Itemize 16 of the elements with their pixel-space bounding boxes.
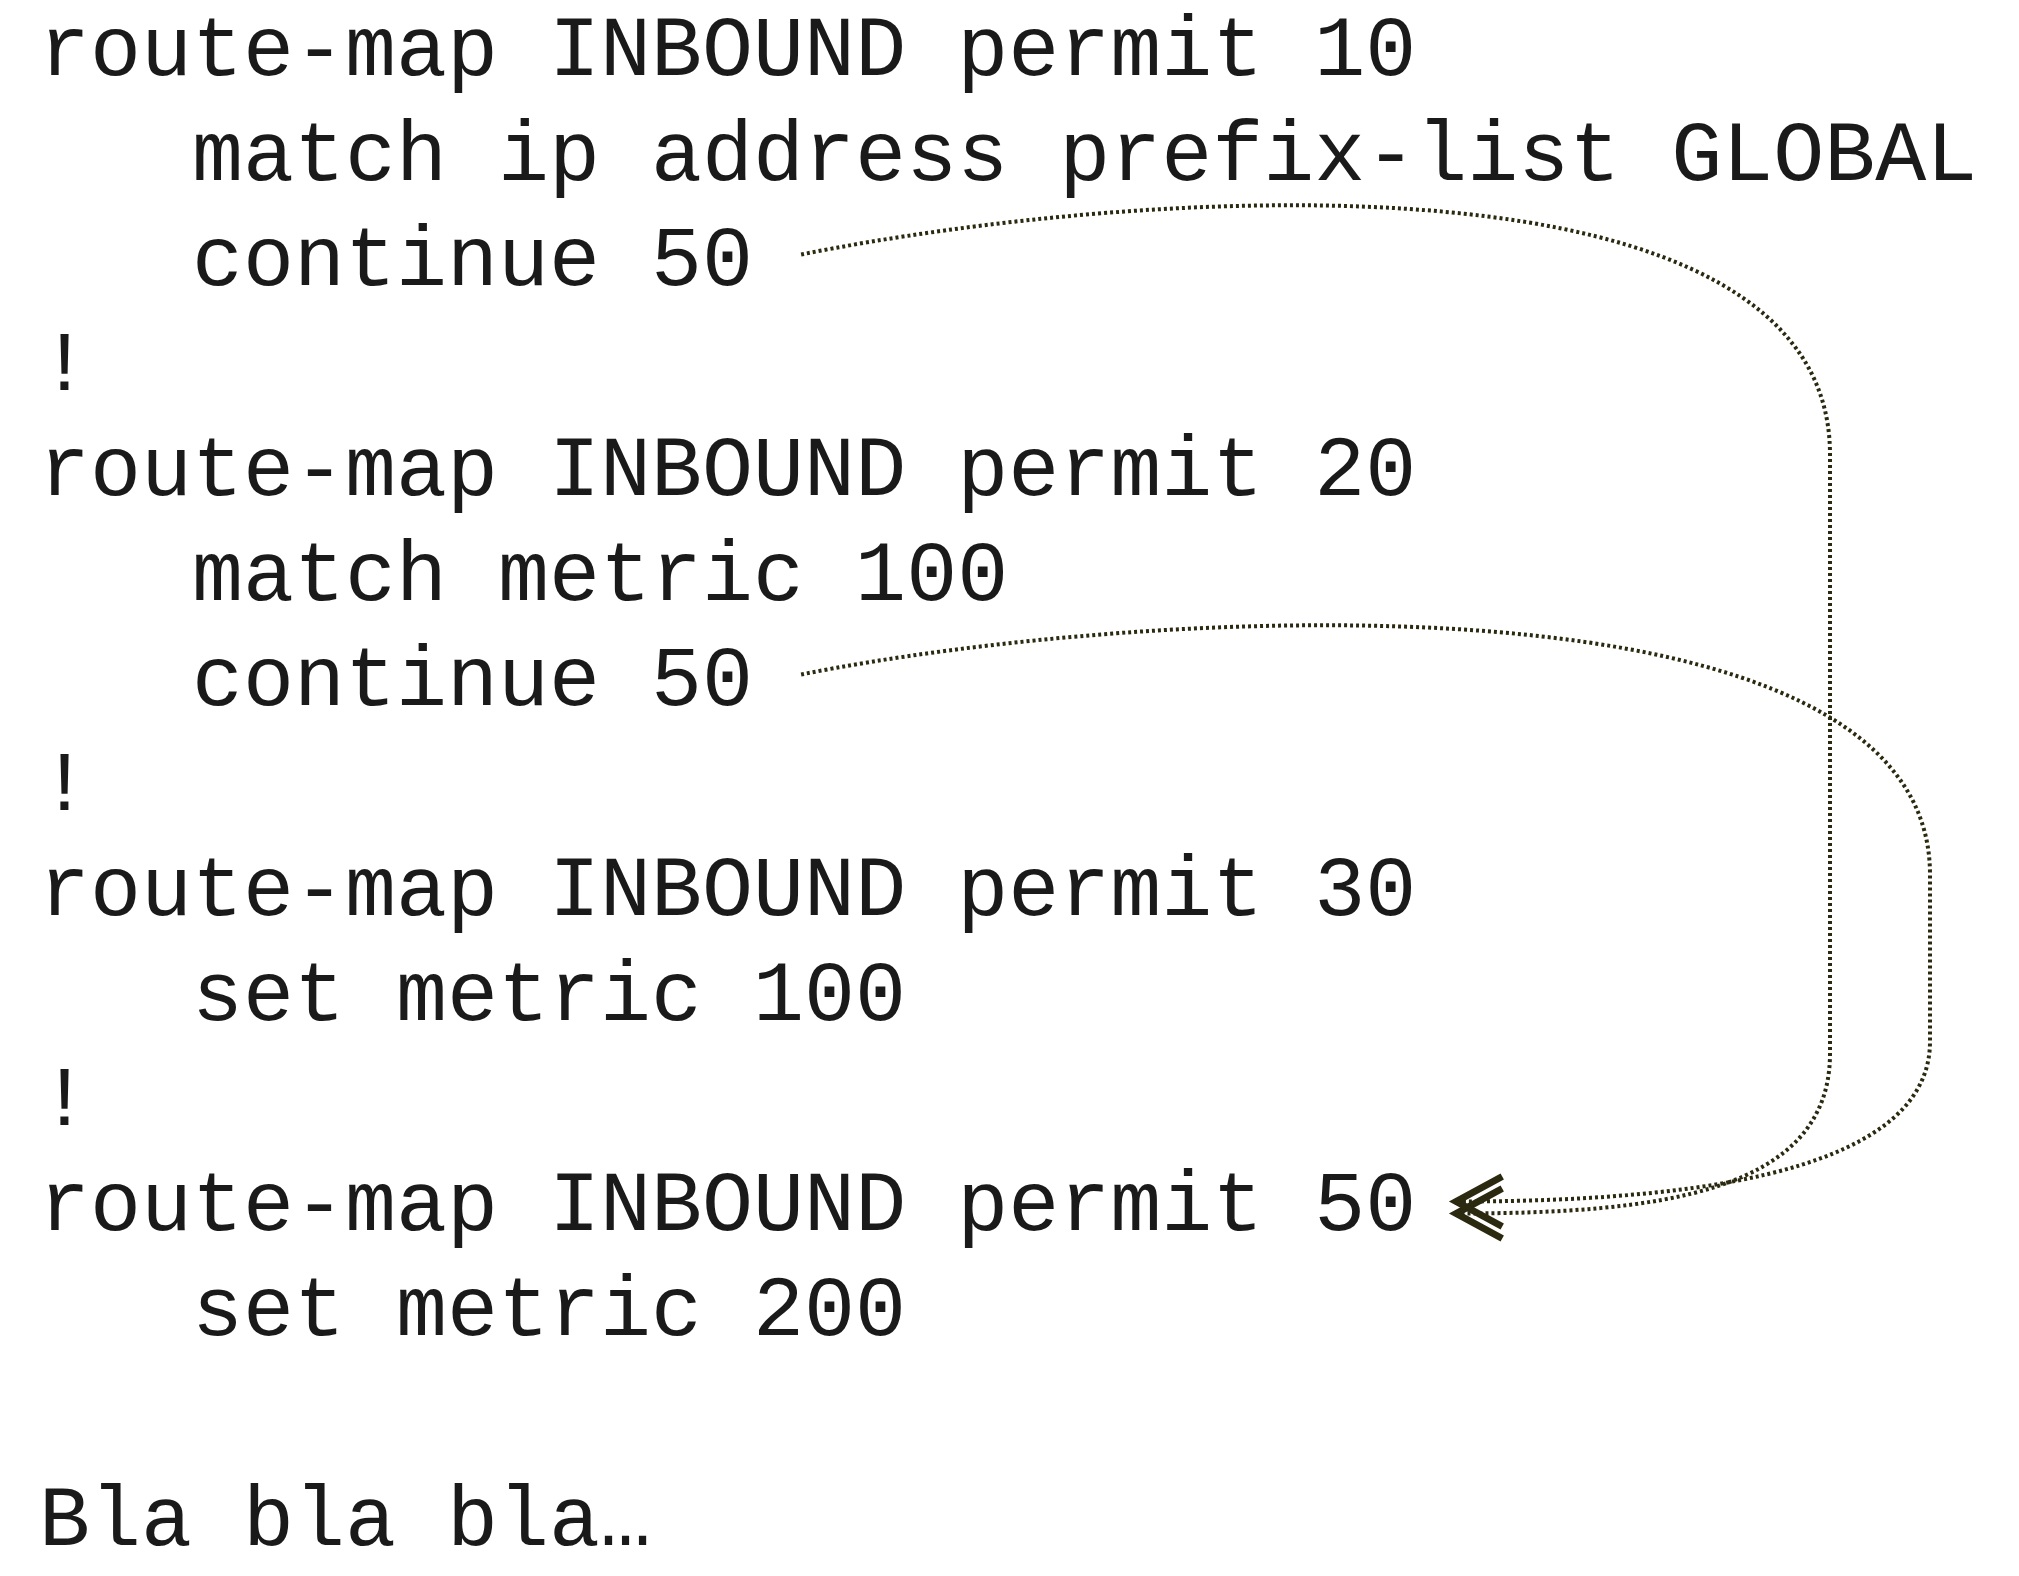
code-line: route-map INBOUND permit 30 <box>39 844 1417 941</box>
code-line: ! <box>39 739 90 836</box>
code-line: route-map INBOUND permit 20 <box>39 424 1417 521</box>
code-line: ! <box>39 319 90 416</box>
code-line: route-map INBOUND permit 10 <box>39 4 1417 101</box>
code-line: Bla bla bla… <box>39 1474 652 1571</box>
code-line: route-map INBOUND permit 50 <box>39 1155 1457 1260</box>
dotted-arrow <box>800 623 1932 1230</box>
code-line: set metric 100 <box>192 949 907 1046</box>
dotted-arrow <box>800 203 1832 1242</box>
code-line: set metric 200 <box>192 1264 907 1361</box>
code-line: match metric 100 <box>192 529 1009 626</box>
code-line: continue 50 <box>192 630 794 735</box>
code-line: match ip address prefix-list GLOBAL <box>192 109 1978 206</box>
code-line: continue 50 <box>192 210 794 315</box>
code-line: ! <box>39 1054 90 1151</box>
